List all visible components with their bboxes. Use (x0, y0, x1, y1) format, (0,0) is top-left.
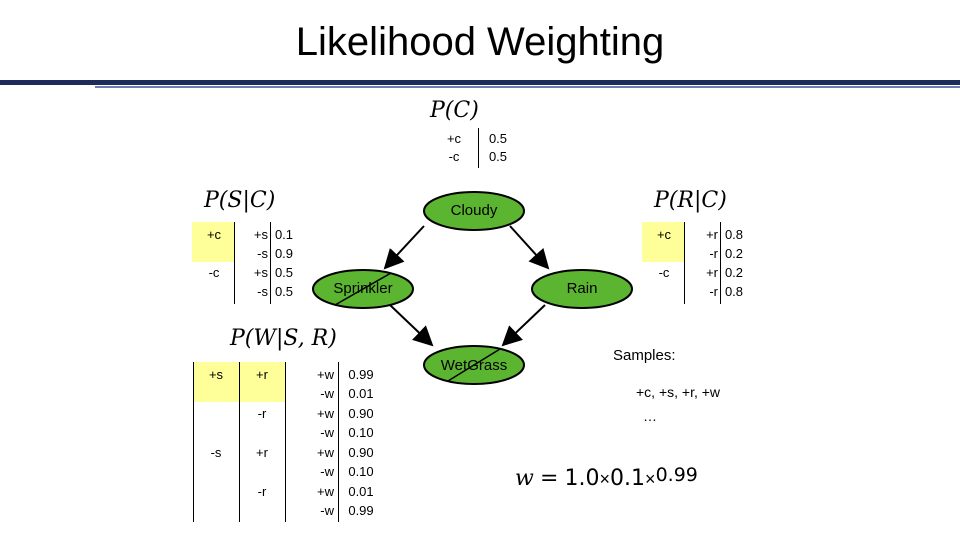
sprinkler-label: Sprinkler (333, 280, 393, 297)
cpt-w-highlight-s (193, 362, 239, 402)
wetgrass-observed-slash (447, 348, 501, 382)
cpt-w-prob: 0.90 (348, 445, 374, 460)
cpt-w-r: +r (256, 445, 268, 460)
samples-heading: Samples: (613, 347, 676, 364)
cpt-w-w: +w (317, 445, 334, 460)
cpt-r-highlight (642, 222, 684, 262)
cpt-w-prob: 0.99 (348, 503, 374, 518)
cpt-r-divider (720, 222, 721, 304)
cpt-w-w: -w (320, 503, 334, 518)
title-rule-accent (95, 86, 960, 88)
cpt-c-prob: 0.5 (488, 149, 508, 164)
cpt-s-var: +s (253, 265, 268, 280)
edge-cloudy-sprinkler (383, 225, 425, 270)
cpt-w-w: +w (317, 406, 334, 421)
cpt-s-highlight (192, 222, 234, 262)
cpt-r-parent: -c (658, 265, 670, 280)
cpt-r-divider (684, 222, 685, 304)
weight-formula: w = 1.0×0.1×0.99 (515, 464, 698, 491)
cpt-c-var: -c (448, 149, 460, 164)
edge-rain-wetgrass (501, 304, 546, 347)
edge-sprinkler-wetgrass (389, 304, 434, 347)
cpt-s-prob: 0.1 (274, 227, 294, 242)
cpt-s-divider (270, 222, 271, 304)
cpt-w-w: +w (317, 367, 334, 382)
cpt-w-prob: 0.01 (348, 484, 374, 499)
title-rule (0, 80, 960, 85)
cpt-w-w: +w (317, 484, 334, 499)
cpt-w-r: -r (257, 484, 267, 499)
cpt-r-var: +r (706, 265, 718, 280)
cpt-w-prob: 0.10 (348, 425, 374, 440)
cpt-s-prob: 0.9 (274, 246, 294, 261)
cpt-s-var: +s (253, 227, 268, 242)
weight-times: × (645, 469, 656, 489)
cpt-c-divider (478, 128, 479, 168)
cpt-s-parent: -c (208, 265, 220, 280)
weight-symbol: w (515, 466, 534, 491)
cpt-w-divider (338, 362, 339, 522)
wetgrass-label: WetGrass (440, 357, 508, 374)
sample-line: +c, +s, +r, +w (636, 384, 721, 400)
cpt-w-label: P(W|S, R) (230, 326, 337, 351)
weight-times: × (599, 469, 611, 489)
cpt-r-label: P(R|C) (654, 188, 727, 213)
cpt-r-prob: 0.8 (724, 284, 744, 299)
cpt-s-var: -s (257, 246, 268, 261)
edge-cloudy-rain (509, 225, 550, 270)
cpt-s-var: -s (257, 284, 268, 299)
cpt-s-label: P(S|C) (204, 188, 276, 213)
cpt-r-prob: 0.2 (724, 246, 744, 261)
weight-factor-s: 0.1 (610, 466, 646, 491)
sample-ellipsis: … (643, 408, 657, 424)
cpt-w-prob: 0.01 (348, 386, 374, 401)
cpt-r-prob: 0.8 (724, 227, 744, 242)
cpt-w-divider (239, 362, 240, 522)
cpt-w-prob: 0.10 (348, 464, 374, 479)
cpt-w-w: -w (320, 425, 334, 440)
cpt-r-var: +r (706, 227, 718, 242)
cpt-w-divider (193, 362, 194, 522)
cloudy-node (423, 191, 525, 231)
cpt-r-var: -r (709, 246, 718, 261)
cpt-w-w: -w (320, 464, 334, 479)
cpt-w-w: -w (320, 386, 334, 401)
weight-factor-c: 1.0 (564, 466, 600, 491)
cpt-w-divider (285, 362, 286, 522)
cpt-w-highlight-r (239, 362, 285, 402)
cpt-w-s: -s (210, 445, 222, 460)
cpt-r-parent: +c (656, 227, 672, 242)
cpt-w-prob: 0.90 (348, 406, 374, 421)
cpt-c-label: P(C) (430, 98, 479, 123)
weight-equals: = (539, 466, 559, 491)
cpt-s-divider (234, 222, 235, 304)
cpt-s-prob: 0.5 (274, 265, 294, 280)
cpt-c-prob: 0.5 (488, 131, 508, 146)
cpt-s-prob: 0.5 (274, 284, 294, 299)
cpt-s-parent: +c (206, 227, 222, 242)
cpt-c-var: +c (446, 131, 462, 146)
cpt-r-var: -r (709, 284, 718, 299)
cpt-w-r: +r (256, 367, 268, 382)
cpt-w-s: +s (208, 367, 224, 382)
cpt-r-prob: 0.2 (724, 265, 744, 280)
cpt-w-prob: 0.99 (348, 367, 374, 382)
sprinkler-observed-slash (334, 272, 392, 306)
rain-label: Rain (566, 280, 598, 297)
rain-node (531, 269, 633, 309)
cpt-w-r: -r (257, 406, 267, 421)
slide-title: Likelihood Weighting (295, 20, 665, 64)
cloudy-label: Cloudy (450, 202, 498, 219)
weight-factor-w: 0.99 (655, 464, 698, 486)
